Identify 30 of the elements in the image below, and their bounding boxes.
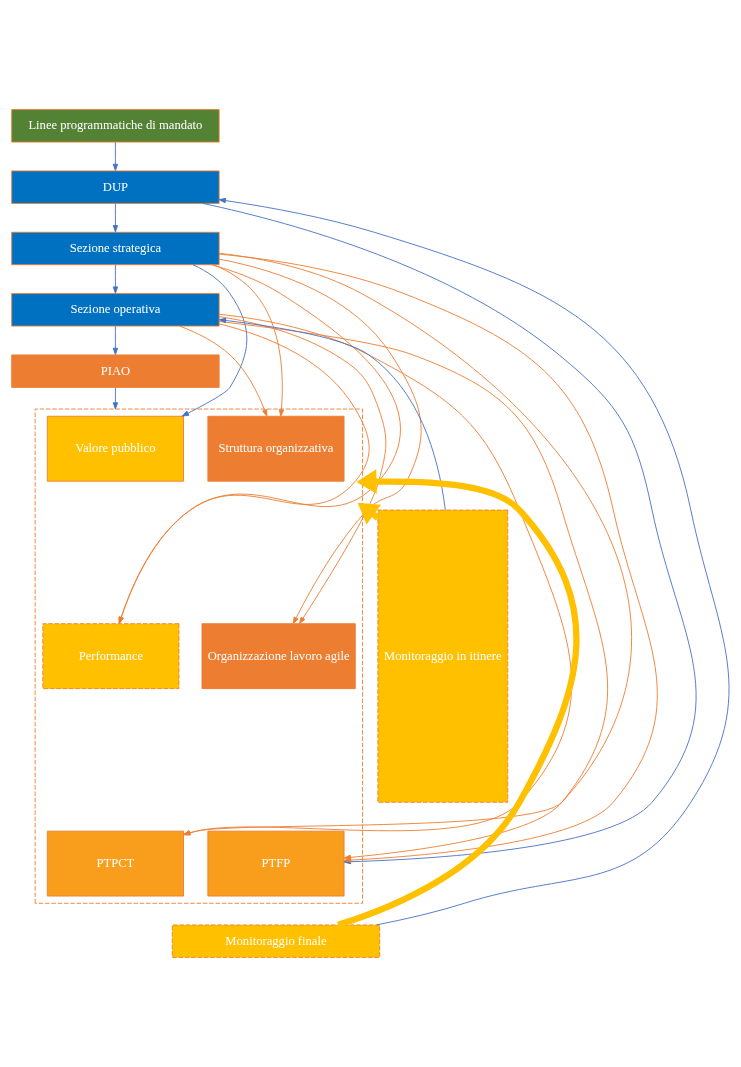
node-box: Monitoraggio finale — [171, 924, 381, 958]
node-box: Organizzazione lavoro agile — [201, 623, 356, 690]
arrow — [112, 141, 119, 171]
node-box: DUP — [11, 170, 220, 204]
arrow — [218, 197, 730, 926]
arrow — [112, 203, 119, 233]
arrow — [181, 264, 248, 417]
arrow — [112, 325, 119, 355]
node-box: PTFP — [207, 830, 345, 897]
arrow — [218, 321, 609, 860]
arrow — [218, 258, 422, 625]
node-box: Sezione operativa — [11, 293, 220, 327]
node-box: Valore pubblico — [46, 415, 184, 482]
arrow — [213, 264, 285, 417]
node-box: Sezione strategica — [11, 231, 220, 266]
node-box: Linee programmatiche di mandato — [11, 109, 220, 143]
node-box: Performance — [42, 623, 180, 690]
arrow — [118, 264, 401, 625]
arrow — [118, 323, 370, 624]
arrow — [179, 325, 268, 417]
node-box: PIAO — [11, 354, 220, 388]
arrow — [112, 264, 119, 294]
arrow — [112, 387, 119, 410]
node-box: Struttura organizzativa — [207, 415, 345, 482]
arrow — [183, 313, 573, 836]
arrow — [183, 252, 632, 836]
node-box: PTPCT — [46, 830, 184, 897]
arrow — [218, 316, 387, 624]
node-box: Monitoraggio in itinere — [377, 509, 509, 803]
arrow — [218, 317, 446, 511]
